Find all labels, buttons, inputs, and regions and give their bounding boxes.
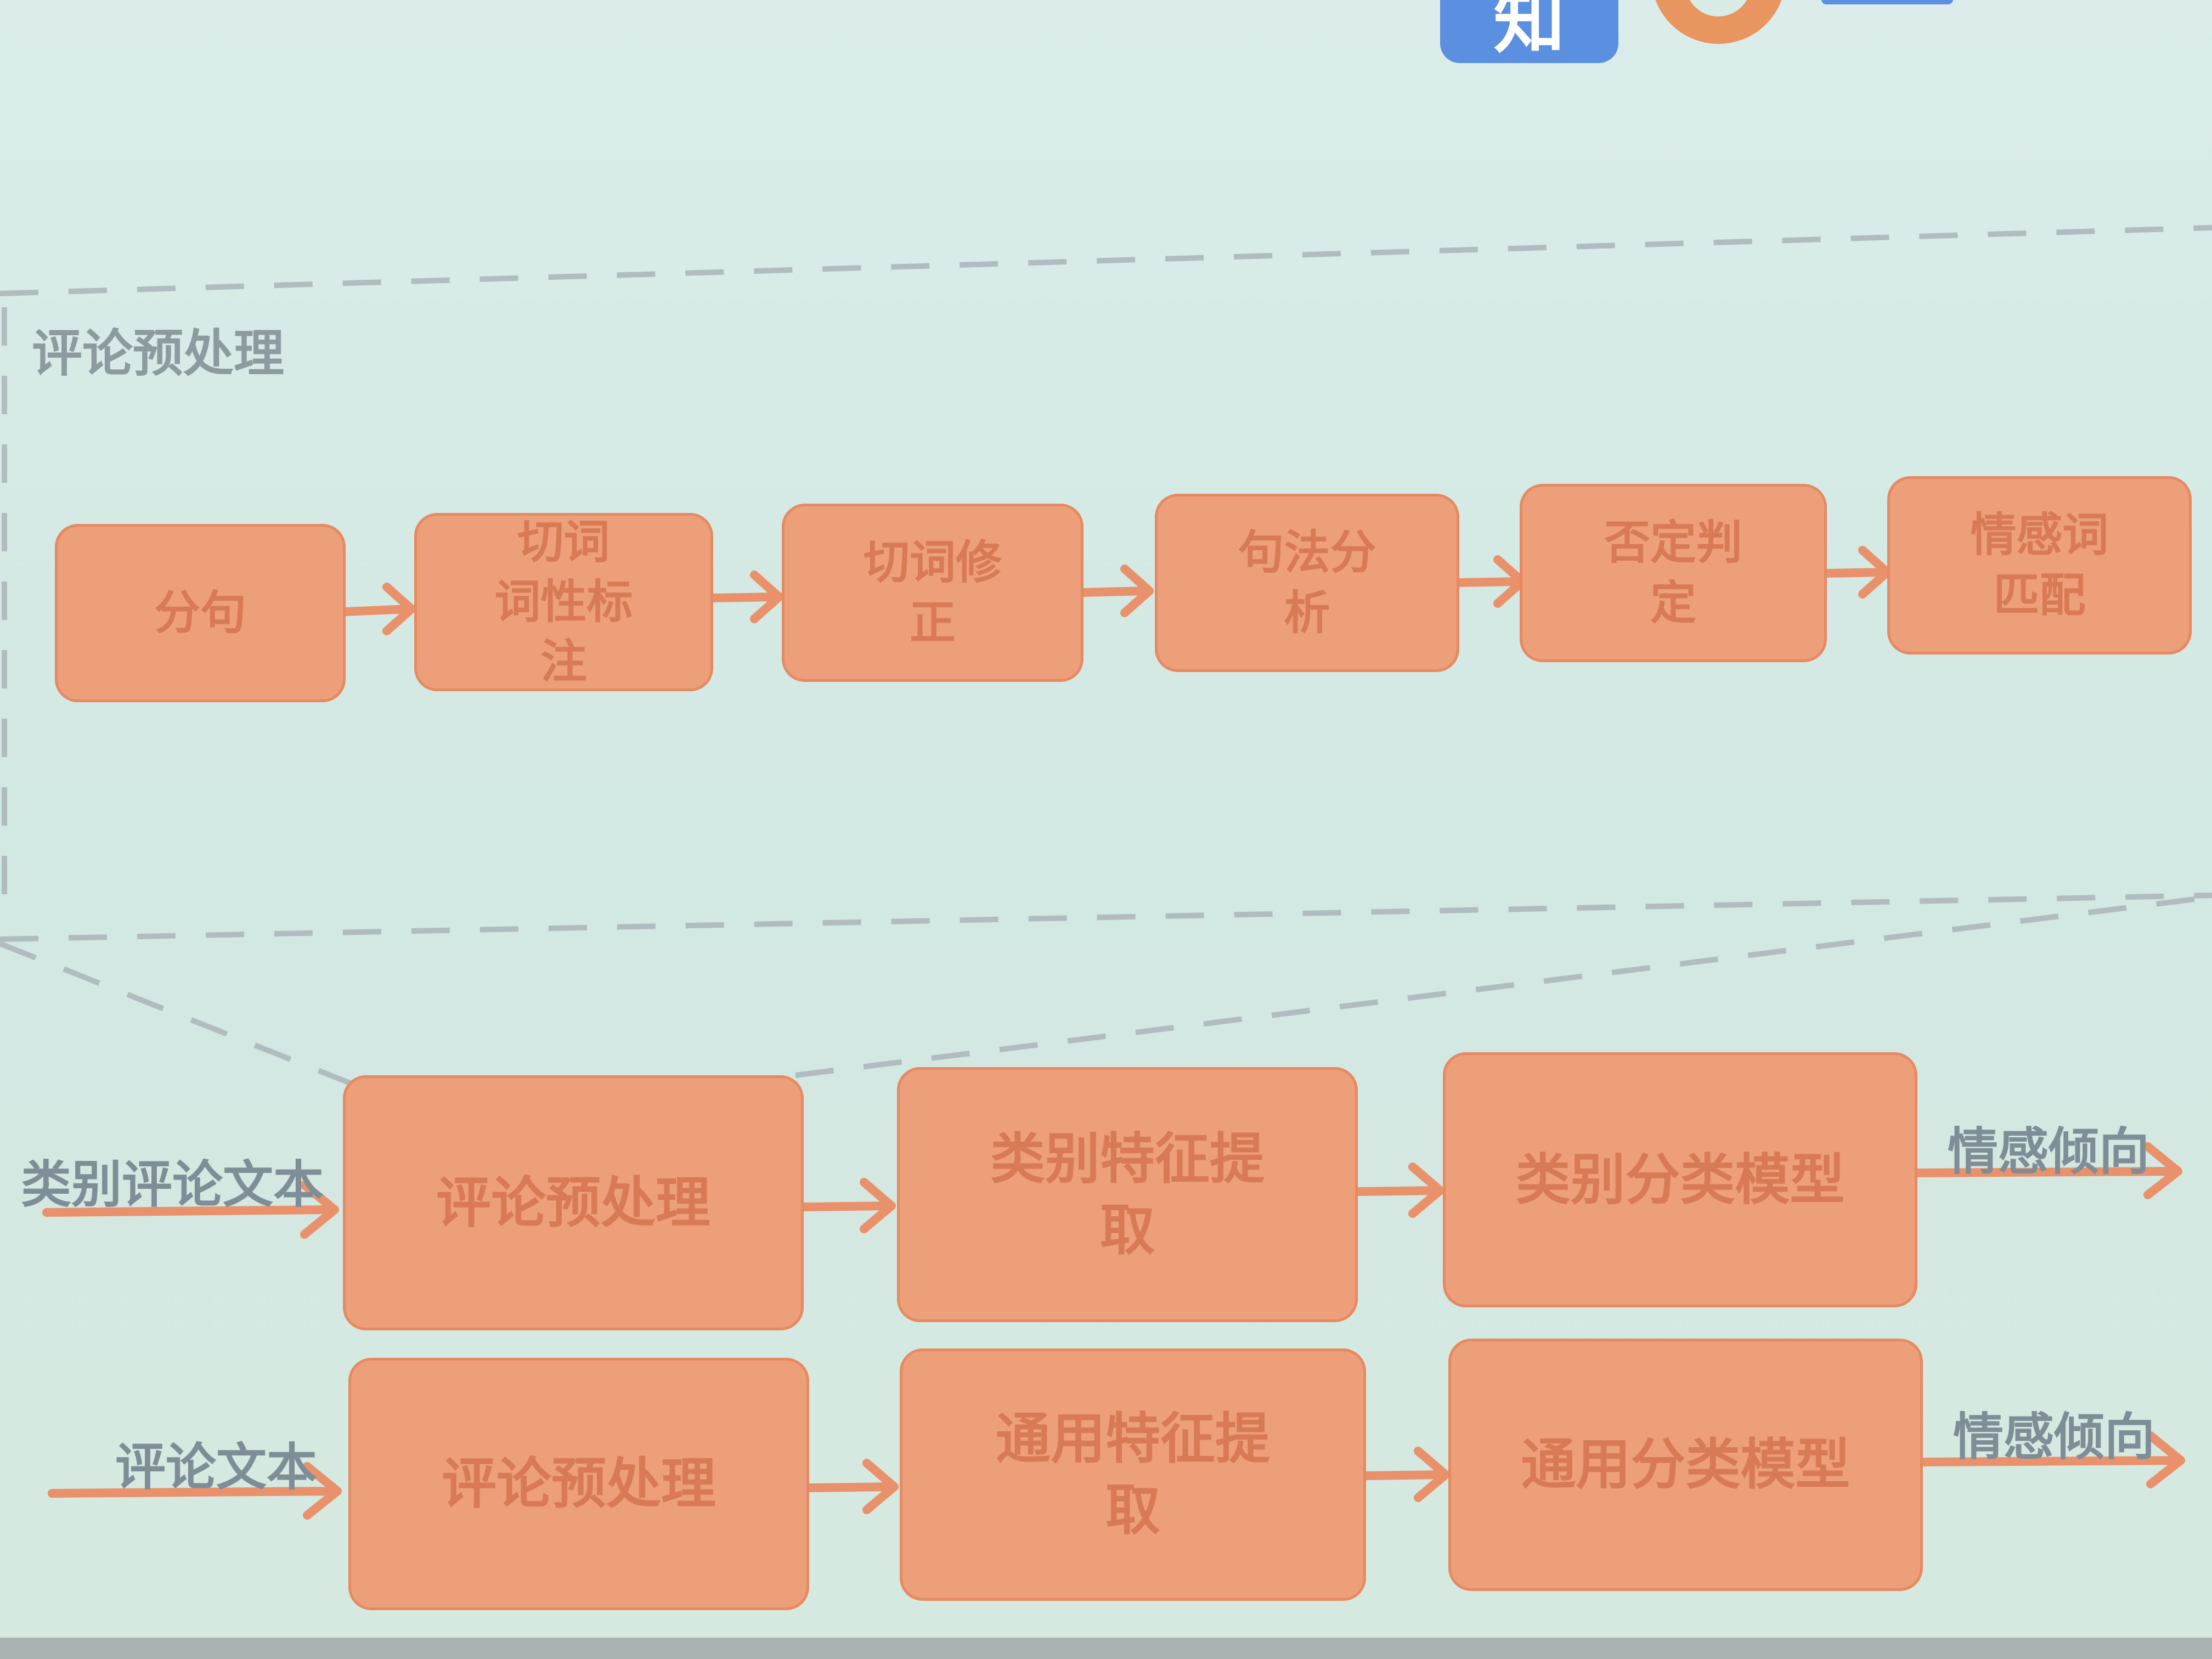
step-segmentation-pos[interactable]: 切词 词性标 注 (414, 513, 713, 691)
pipeline-1-classifier[interactable]: 类别分类模型 (1443, 1052, 1917, 1307)
step-sentence-split[interactable]: 分句 (55, 524, 346, 702)
zoom-line-right (795, 894, 2212, 1078)
arrow-p2-2 (1362, 1447, 1450, 1502)
step-sentiment-word-match[interactable]: 情感词 匹配 (1887, 476, 2192, 654)
logo-text-bar (1821, 0, 1953, 4)
step-syntax-parse[interactable]: 句法分 析 (1155, 494, 1459, 672)
arrow-3 (1079, 565, 1154, 617)
arrow-2 (709, 571, 783, 623)
arrow-1 (341, 583, 416, 635)
pipeline-1-input-label: 类别评论文本 (21, 1155, 324, 1214)
pipeline-1-preprocess[interactable]: 评论预处理 (343, 1075, 804, 1330)
input-arrow-2 (48, 1462, 342, 1520)
step-negation-detect[interactable]: 否定判 定 (1520, 484, 1827, 662)
pipeline-1-arrows (42, 1142, 2182, 1239)
logo-a-text: 知 (1493, 0, 1565, 63)
arrow-p1-2 (1353, 1163, 1444, 1218)
screen-bottom-edge (0, 1638, 2212, 1659)
preprocess-box-top-dash (0, 225, 2212, 296)
arrow-p1-1 (799, 1178, 896, 1233)
arrow-5 (1822, 546, 1892, 599)
output-arrow-2 (1918, 1431, 2185, 1488)
zoom-line-left (0, 941, 352, 1086)
output-arrow-1 (1913, 1142, 2182, 1199)
step-segmentation-fix[interactable]: 切词修 正 (782, 504, 1084, 682)
pipeline-1-output-label: 情感倾向 (1948, 1122, 2150, 1181)
preprocess-stage-title: 评论预处理 (32, 324, 285, 383)
arrow-4 (1455, 555, 1527, 608)
pipeline-2-feature-extract[interactable]: 通用特征提 取 (900, 1348, 1366, 1601)
pipeline-2-output-label: 情感倾向 (1953, 1408, 2155, 1466)
pipeline-1-feature-extract[interactable]: 类别特征提 取 (897, 1067, 1358, 1322)
preprocess-box-bottom-dash (0, 893, 2212, 942)
arrow-p2-1 (805, 1459, 899, 1514)
pipeline-2-preprocess[interactable]: 评论预处理 (348, 1358, 809, 1610)
pipeline-2-classifier[interactable]: 通用分类模型 (1448, 1339, 1923, 1591)
zhihu-logo-icon[interactable]: 知 (1440, 0, 1618, 63)
input-arrow-1 (42, 1181, 339, 1239)
pipeline-2-input-label: 评论文本 (115, 1438, 318, 1497)
pipeline-2-arrows (48, 1431, 2185, 1520)
